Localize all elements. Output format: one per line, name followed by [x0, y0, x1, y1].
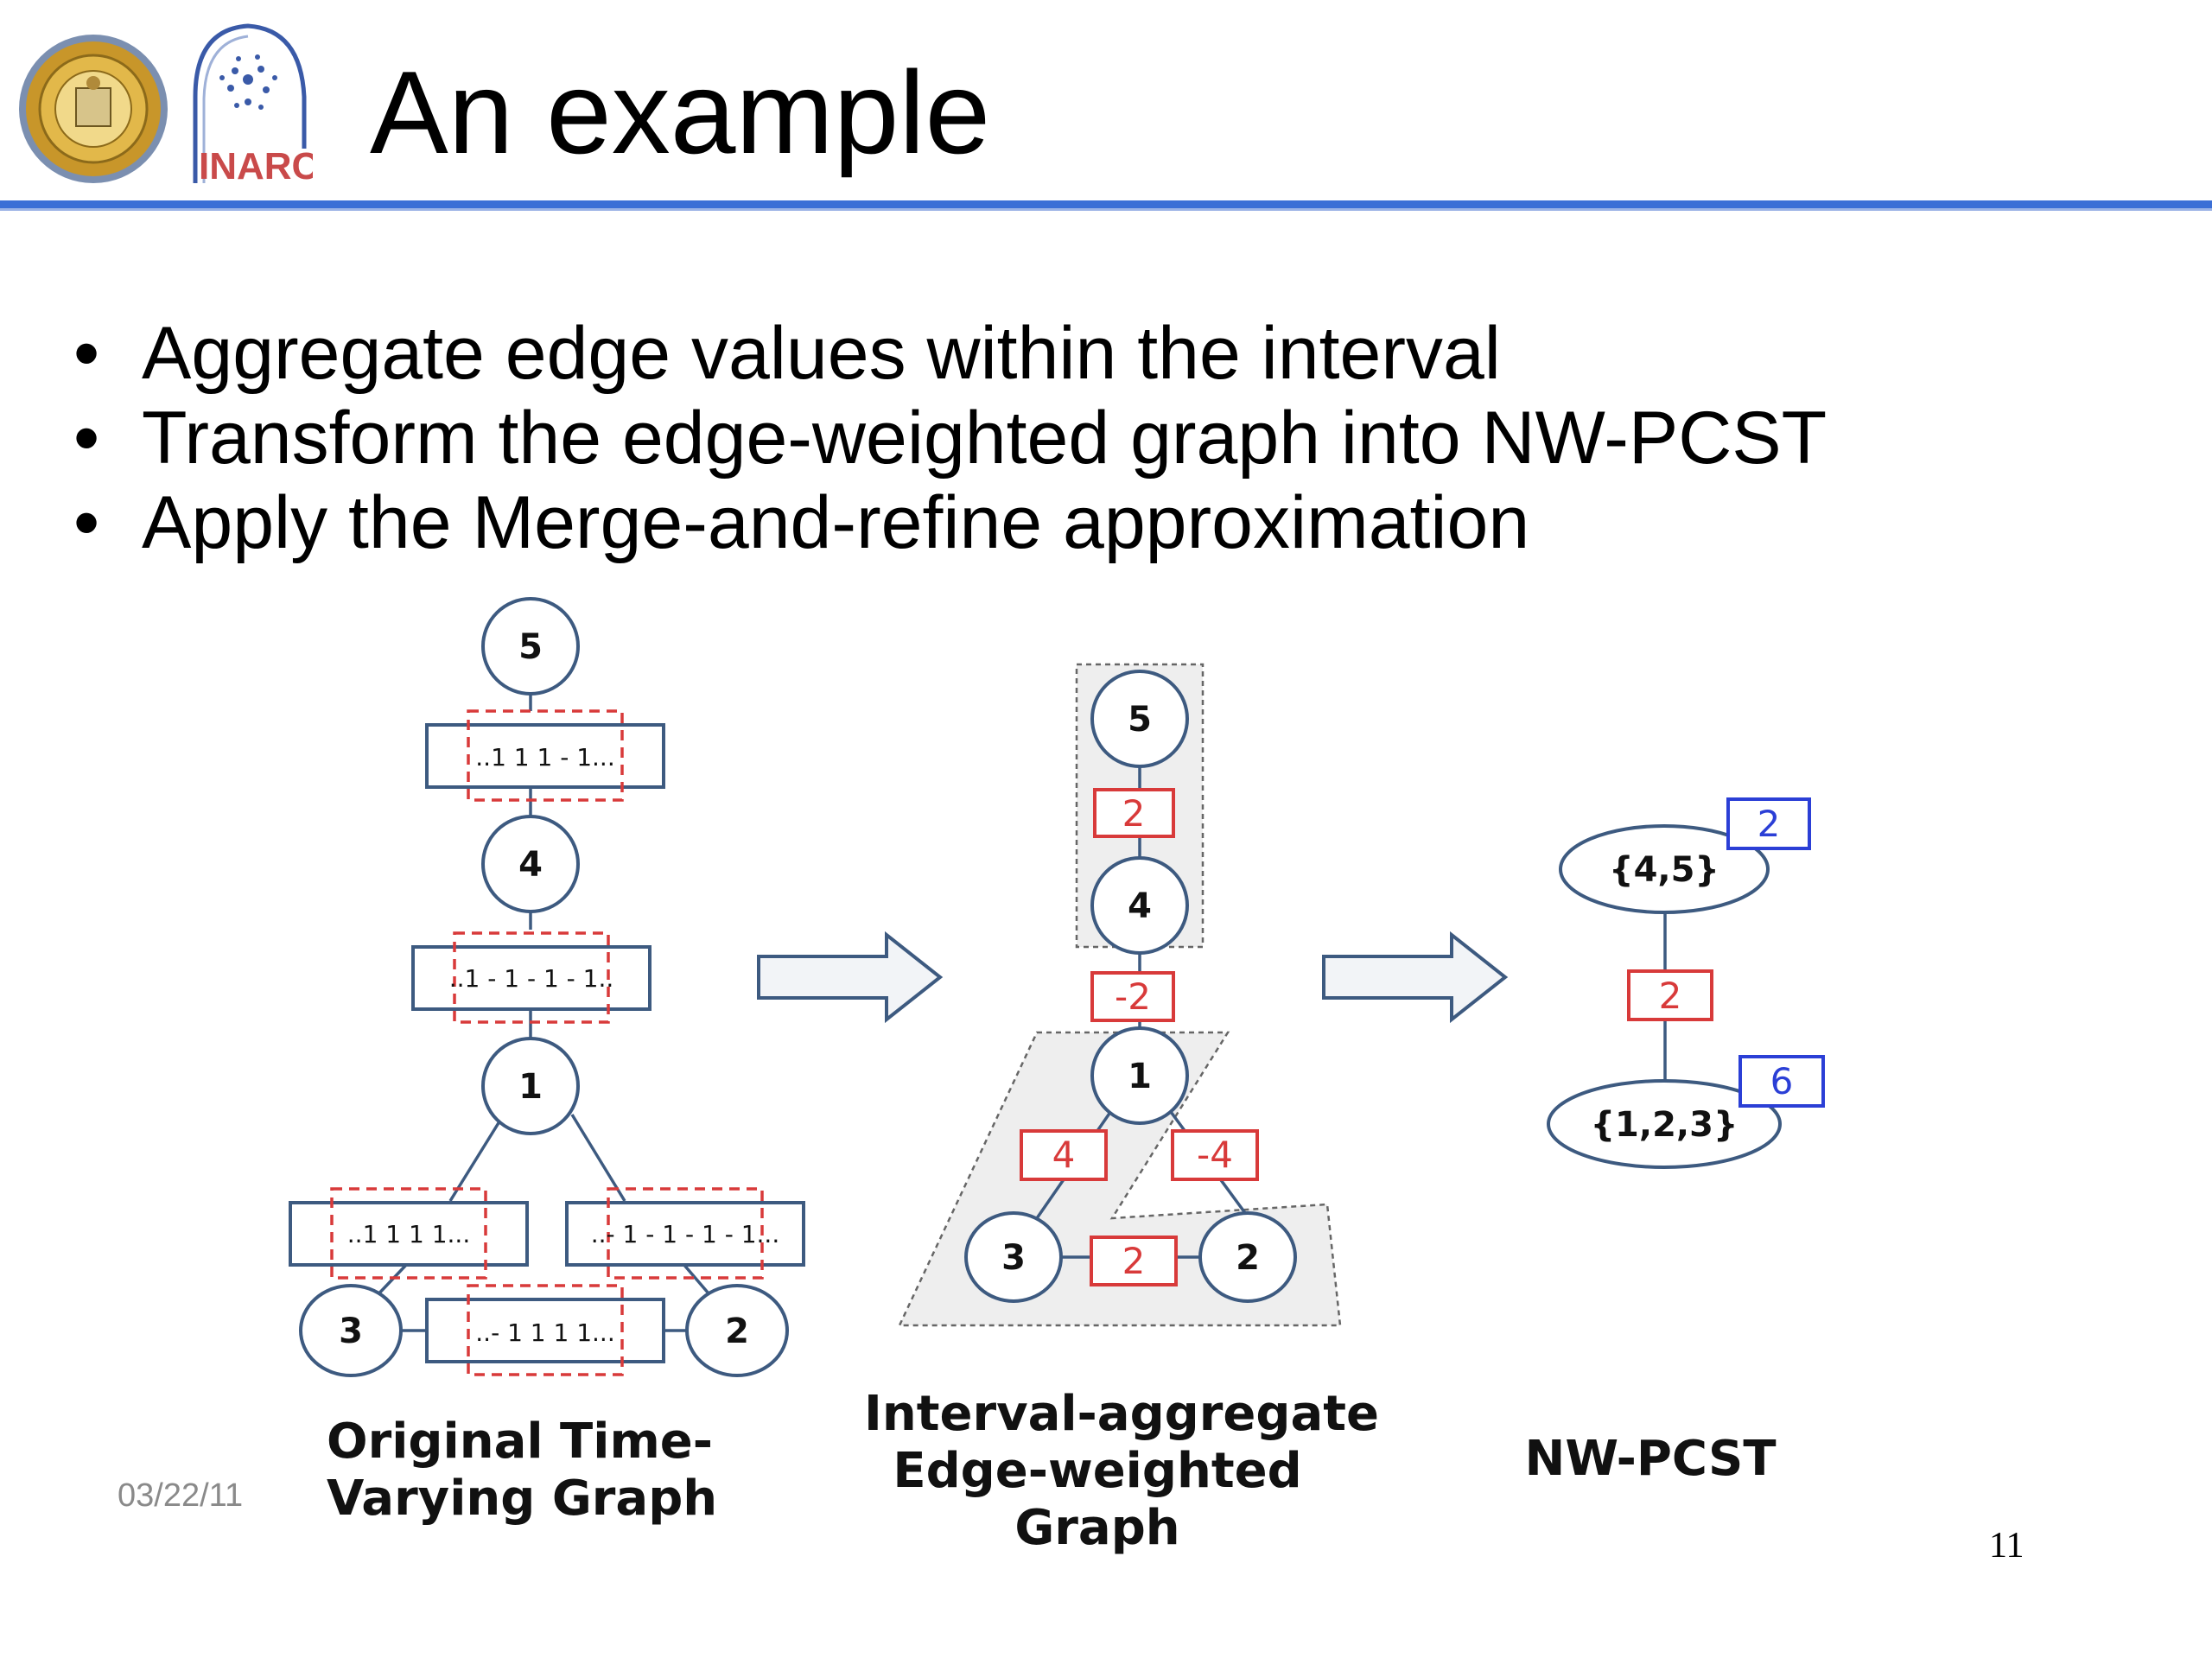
svg-text:2: 2	[1122, 1240, 1146, 1282]
svg-text:{4,5}: {4,5}	[1609, 850, 1719, 890]
edge-weight-5-4: 2	[1093, 788, 1175, 838]
svg-text:1: 1	[1128, 1057, 1152, 1096]
svg-text:2: 2	[1758, 803, 1781, 845]
aggregate-graph: 2 -2 4 -4 2 5 4 1 3 2	[898, 663, 1342, 1327]
title-rule	[0, 200, 2212, 208]
svg-text:{1,2,3}: {1,2,3}	[1591, 1105, 1738, 1145]
svg-text:2: 2	[1122, 792, 1146, 835]
slide-title: An example	[370, 47, 991, 178]
nwpcst-node-1-2-3: {1,2,3}	[1547, 1079, 1782, 1169]
edge-series-4-1: ..1 - 1 - 1 - 1..	[411, 931, 652, 1024]
transform-arrow-2	[1322, 931, 1509, 1024]
edge-weight-1-3: 4	[1020, 1129, 1108, 1181]
graph-node-3: 3	[299, 1284, 403, 1377]
aggregate-node-5: 5	[1090, 670, 1189, 768]
aggregate-node-4: 4	[1090, 856, 1189, 955]
svg-text:-2: -2	[1115, 975, 1151, 1018]
bullet-list: •Aggregate edge values within the interv…	[60, 311, 1827, 565]
svg-text:6: 6	[1770, 1060, 1794, 1102]
svg-text:..1 1 1 - 1...: ..1 1 1 - 1...	[475, 743, 614, 772]
inarc-logo: INARC	[193, 23, 313, 187]
svg-text:..1 1 1 1...: ..1 1 1 1...	[347, 1220, 470, 1248]
caption-original-line2: Varying Graph	[327, 1471, 718, 1527]
svg-text:..- 1 - 1 - 1 - 1...: ..- 1 - 1 - 1 - 1...	[591, 1220, 779, 1248]
edge-series-1-3: ..1 1 1 1...	[289, 1187, 529, 1280]
svg-text:3: 3	[1001, 1238, 1026, 1278]
caption-aggregate-line3: Graph	[1014, 1500, 1180, 1556]
slide-date: 03/22/11	[118, 1477, 244, 1514]
page-number: 11	[1989, 1526, 2024, 1566]
svg-text:5: 5	[518, 627, 543, 667]
nwpcst-graph: 2 {4,5} 2 {1,2,3} 6	[1547, 797, 1825, 1169]
edge-series-3-2: ..- 1 1 1 1...	[425, 1284, 665, 1376]
svg-text:4: 4	[518, 845, 543, 885]
svg-text:3: 3	[339, 1312, 363, 1351]
inarc-logo-text: INARC	[199, 145, 313, 187]
graph-node-2: 2	[685, 1284, 789, 1377]
transform-arrow-1	[757, 931, 944, 1024]
nwpcst-edge-weight: 2	[1627, 969, 1713, 1021]
aggregate-node-2: 2	[1198, 1211, 1297, 1303]
graph-node-1: 1	[481, 1037, 580, 1135]
bullet-text: Aggregate edge values within the interva…	[142, 312, 1501, 395]
title-rule-shadow	[0, 208, 2212, 211]
nwpcst-node-weight-4-5: 2	[1726, 797, 1811, 850]
edge-series-5-4: ..1 1 1 - 1...	[425, 709, 665, 802]
aggregate-node-3: 3	[964, 1211, 1063, 1303]
caption-aggregate-line2: Edge-weighted	[893, 1443, 1302, 1499]
caption-aggregate-line1: Interval-aggregate	[864, 1386, 1379, 1442]
svg-text:1: 1	[518, 1067, 543, 1107]
svg-text:5: 5	[1128, 700, 1152, 740]
svg-text:..- 1 1 1 1...: ..- 1 1 1 1...	[475, 1318, 614, 1347]
svg-text:2: 2	[1236, 1238, 1260, 1278]
caption-original-line1: Original Time-	[327, 1413, 714, 1470]
caption-nwpcst-line: NW-PCST	[1524, 1431, 1777, 1487]
bullet-item: •Apply the Merge-and-refine approximatio…	[73, 481, 1530, 564]
bullet-text: Apply the Merge-and-refine approximation	[142, 481, 1530, 564]
graph-node-5: 5	[481, 597, 580, 696]
svg-text:4: 4	[1052, 1134, 1076, 1176]
edge-weight-3-2: 2	[1090, 1236, 1178, 1286]
svg-text:2: 2	[725, 1312, 749, 1351]
edge-series-1-2: ..- 1 - 1 - 1 - 1...	[565, 1187, 805, 1280]
bullet-text: Transform the edge-weighted graph into N…	[142, 397, 1827, 480]
bullet-item: •Aggregate edge values within the interv…	[73, 312, 1501, 395]
bullet-item: •Transform the edge-weighted graph into …	[73, 397, 1827, 480]
caption-nwpcst: NW-PCST	[1469, 1431, 1832, 1488]
svg-text:-4: -4	[1197, 1134, 1233, 1176]
svg-text:..1 - 1 - 1 - 1..: ..1 - 1 - 1 - 1..	[449, 964, 614, 993]
svg-text:2: 2	[1659, 975, 1682, 1017]
svg-text:4: 4	[1128, 886, 1152, 926]
edge-weight-1-2: -4	[1171, 1129, 1259, 1181]
ucsb-seal-logo	[19, 35, 168, 183]
aggregate-node-1: 1	[1090, 1026, 1189, 1125]
caption-original: Original Time- Varying Graph	[327, 1413, 718, 1528]
edge-weight-4-1: -2	[1090, 971, 1175, 1022]
nwpcst-node-weight-1-2-3: 6	[1738, 1055, 1825, 1108]
original-graph: ..1 1 1 - 1... ..1 - 1 - 1 - 1.. ..1 1 1…	[289, 597, 805, 1377]
caption-aggregate: Interval-aggregate Edge-weighted Graph	[864, 1386, 1379, 1557]
graph-node-4: 4	[481, 815, 580, 913]
nwpcst-node-4-5: {4,5}	[1559, 824, 1770, 914]
